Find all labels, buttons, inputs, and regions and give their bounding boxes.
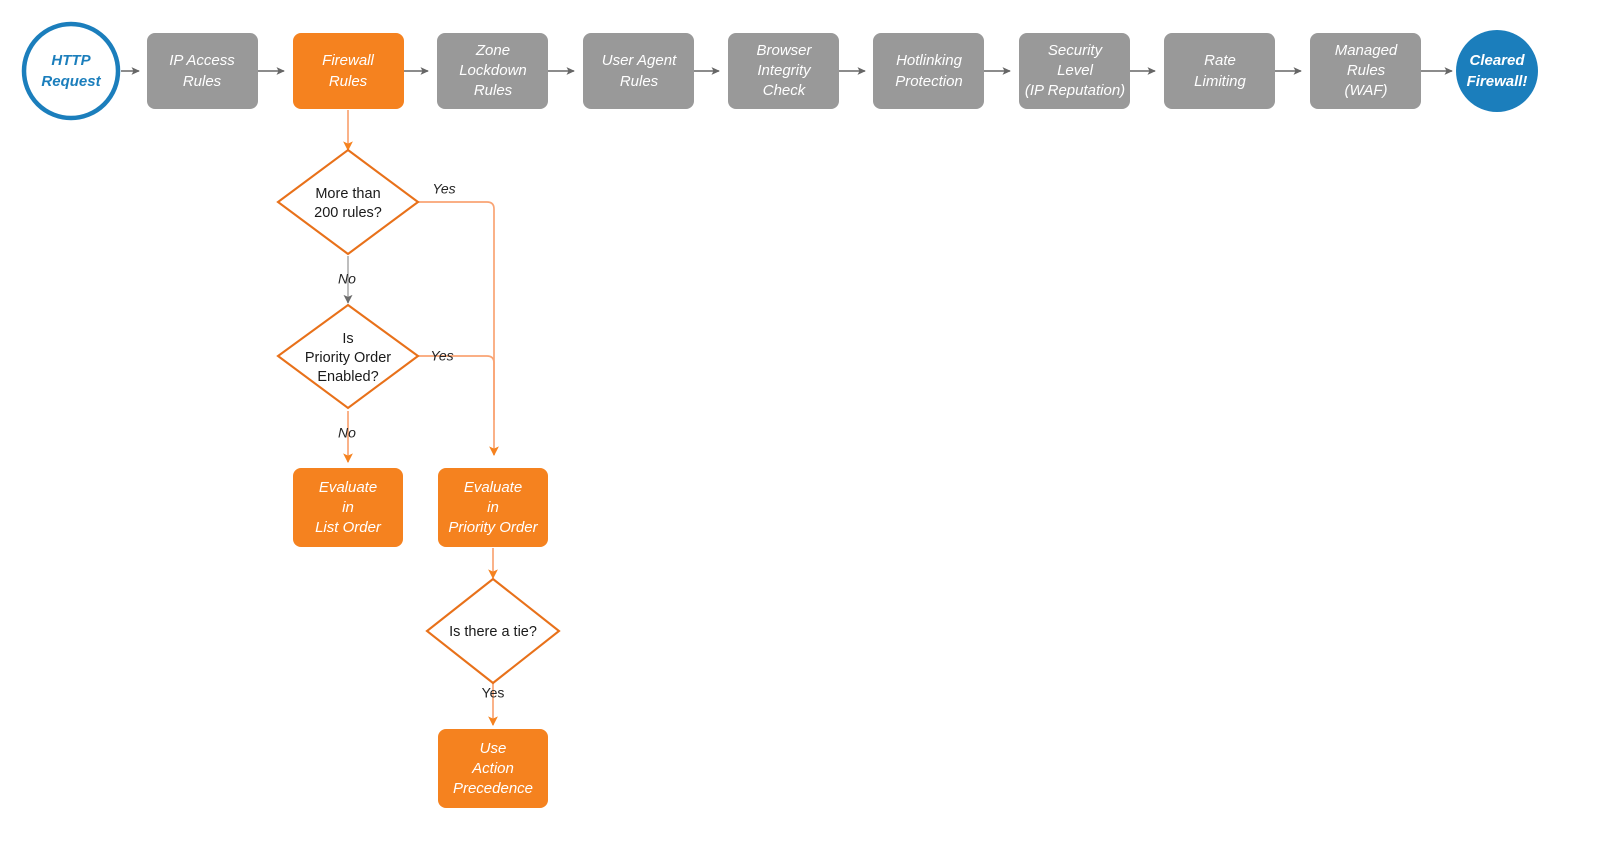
- node-shape: [1019, 33, 1130, 109]
- node-managed-rules-waf[interactable]: Managed Rules (WAF): [1310, 33, 1421, 109]
- node-shape: [438, 729, 548, 808]
- node-security-level[interactable]: Security Level (IP Reputation): [1019, 33, 1130, 109]
- edge-label-decision3-yes: Yes: [482, 685, 505, 701]
- node-evaluate-in-list-order[interactable]: Evaluate in List Order: [293, 468, 403, 547]
- node-user-agent-rules[interactable]: User Agent Rules: [583, 33, 694, 109]
- node-shape: [1310, 33, 1421, 109]
- node-shape: [583, 33, 694, 109]
- node-shape: [1164, 33, 1275, 109]
- decision1-line2: 200 rules?: [314, 205, 382, 221]
- edge-label-decision2-no: No: [338, 425, 356, 441]
- node-firewall-rules[interactable]: Firewall Rules: [293, 33, 404, 109]
- edge-labels: Yes No Yes No Yes: [338, 181, 504, 701]
- decision3-line1: Is there a tie?: [449, 624, 537, 640]
- rate-line2: Limiting: [1194, 73, 1246, 90]
- node-shape: [438, 468, 548, 547]
- branch-connectors: [343, 110, 499, 726]
- node-evaluate-in-priority-order[interactable]: Evaluate in Priority Order: [438, 468, 548, 547]
- node-shape: [728, 33, 839, 109]
- decision-shape: [276, 148, 420, 256]
- node-browser-integrity-check[interactable]: Browser Integrity Check: [728, 33, 839, 109]
- decision2-line2: Priority Order: [305, 350, 391, 366]
- list-order-line3: List Order: [315, 519, 382, 536]
- node-rate-limiting[interactable]: Rate Limiting: [1164, 33, 1275, 109]
- node-http-request[interactable]: HTTP Request: [21, 21, 121, 121]
- decision-shape: [276, 303, 420, 410]
- user-agent-line2: Rules: [620, 73, 659, 90]
- managed-line3: (WAF): [1344, 82, 1387, 99]
- action-precedence-line2: Action: [471, 760, 514, 777]
- end-circle: [1456, 30, 1538, 112]
- node-shape: [873, 33, 984, 109]
- ip-access-line2: Rules: [183, 73, 222, 90]
- action-precedence-line1: Use: [480, 740, 507, 757]
- end-label-line2: Firewall!: [1467, 73, 1528, 90]
- start-circle: [21, 21, 121, 121]
- security-line2: Level: [1057, 62, 1094, 79]
- browser-line3: Check: [763, 82, 807, 99]
- decision-is-priority-order-enabled[interactable]: Is Priority Order Enabled?: [276, 303, 420, 410]
- managed-line2: Rules: [1347, 62, 1386, 79]
- node-shape: [437, 33, 548, 109]
- connector-decision1-yes-to-priority-order: [417, 201, 499, 456]
- managed-line1: Managed: [1335, 42, 1398, 59]
- security-line3: (IP Reputation): [1025, 82, 1125, 99]
- priority-order-line1: Evaluate: [464, 479, 522, 496]
- user-agent-line1: User Agent: [602, 52, 677, 69]
- firewall-line1: Firewall: [322, 52, 374, 69]
- action-precedence-line3: Precedence: [453, 780, 533, 797]
- browser-line2: Integrity: [757, 62, 812, 79]
- zone-line1: Zone: [475, 42, 510, 59]
- node-shape: [293, 33, 404, 109]
- start-label-line2: Request: [41, 73, 101, 90]
- node-shape: [147, 33, 258, 109]
- ip-access-line1: IP Access: [169, 52, 235, 69]
- decision1-line1: More than: [315, 186, 380, 202]
- hotlinking-line2: Protection: [895, 73, 963, 90]
- priority-order-line3: Priority Order: [448, 519, 538, 536]
- edge-label-decision1-no: No: [338, 271, 356, 287]
- browser-line1: Browser: [756, 42, 812, 59]
- edge-label-decision1-yes: Yes: [432, 181, 455, 197]
- security-line1: Security: [1048, 42, 1104, 59]
- node-cleared-firewall[interactable]: Cleared Firewall!: [1456, 30, 1538, 112]
- edge-label-decision2-yes: Yes: [430, 348, 453, 364]
- zone-line2: Lockdown: [459, 62, 527, 79]
- decision-shape: [425, 577, 561, 685]
- priority-order-line2: in: [487, 499, 499, 516]
- decision-more-than-200-rules[interactable]: More than 200 rules?: [276, 148, 420, 256]
- node-use-action-precedence[interactable]: Use Action Precedence: [438, 729, 548, 808]
- decision-is-there-a-tie[interactable]: Is there a tie?: [425, 577, 561, 685]
- node-shape: [293, 468, 403, 547]
- decision2-line3: Enabled?: [317, 369, 378, 385]
- zone-line3: Rules: [474, 82, 513, 99]
- node-ip-access-rules[interactable]: IP Access Rules: [147, 33, 258, 109]
- rate-line1: Rate: [1204, 52, 1236, 69]
- end-label-line1: Cleared: [1469, 52, 1525, 69]
- list-order-line2: in: [342, 499, 354, 516]
- connector-decision2-yes-to-priority-order: [417, 355, 495, 420]
- firewall-line2: Rules: [329, 73, 368, 90]
- decision2-line1: Is: [342, 331, 353, 347]
- node-zone-lockdown-rules[interactable]: Zone Lockdown Rules: [437, 33, 548, 109]
- list-order-line1: Evaluate: [319, 479, 377, 496]
- hotlinking-line1: Hotlinking: [896, 52, 963, 69]
- node-hotlinking-protection[interactable]: Hotlinking Protection: [873, 33, 984, 109]
- start-label-line1: HTTP: [51, 52, 91, 69]
